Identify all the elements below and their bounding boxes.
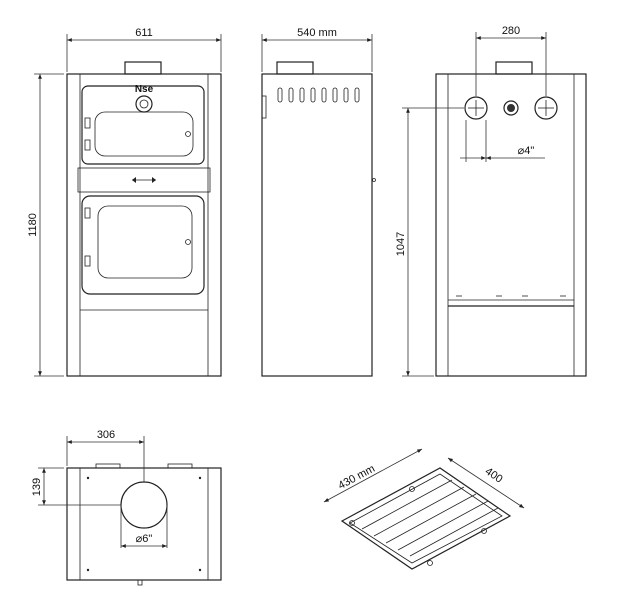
top-body — [66, 467, 222, 581]
back-flue-right — [534, 96, 558, 120]
back-flue-left — [464, 96, 488, 120]
side-body — [261, 73, 373, 377]
side-width-label: 540 mm — [297, 27, 337, 39]
back-body — [435, 73, 587, 377]
back-height-label: 1047 — [395, 232, 407, 256]
front-body — [66, 73, 222, 377]
back-diameter-label: ⌀4" — [518, 145, 535, 157]
oven-rack: 430 mm 400 — [323, 448, 525, 570]
oven-window — [94, 111, 194, 157]
side-flue-collar — [276, 61, 314, 75]
top-flue-opening — [120, 481, 168, 529]
top-offset-y-label: 139 — [31, 478, 43, 496]
top-diameter-label: ⌀6" — [136, 533, 153, 545]
oven-door — [81, 85, 205, 165]
vent-band — [77, 167, 211, 193]
back-view: 280 ⌀4" 1047 — [395, 25, 587, 377]
firebox-door — [81, 195, 205, 295]
front-view: Nse 611 1180 — [27, 27, 222, 377]
side-vent-slots — [277, 87, 360, 103]
rack-depth-label: 430 mm — [336, 463, 377, 492]
top-offset-x-label: 306 — [97, 429, 115, 441]
top-view: 306 139 ⌀6" — [31, 429, 222, 586]
front-width-label: 611 — [135, 27, 153, 39]
front-flue-collar — [124, 61, 162, 75]
back-air-inlet — [503, 100, 519, 116]
front-logo: Nse — [135, 84, 154, 95]
thermometer-icon — [135, 95, 153, 113]
side-view: 540 mm — [261, 27, 376, 377]
front-height-label: 1180 — [27, 213, 39, 237]
back-flue-collar — [495, 61, 533, 75]
rack-frame — [340, 467, 512, 570]
firebox-window — [97, 205, 193, 279]
back-spacing-label: 280 — [502, 25, 520, 37]
